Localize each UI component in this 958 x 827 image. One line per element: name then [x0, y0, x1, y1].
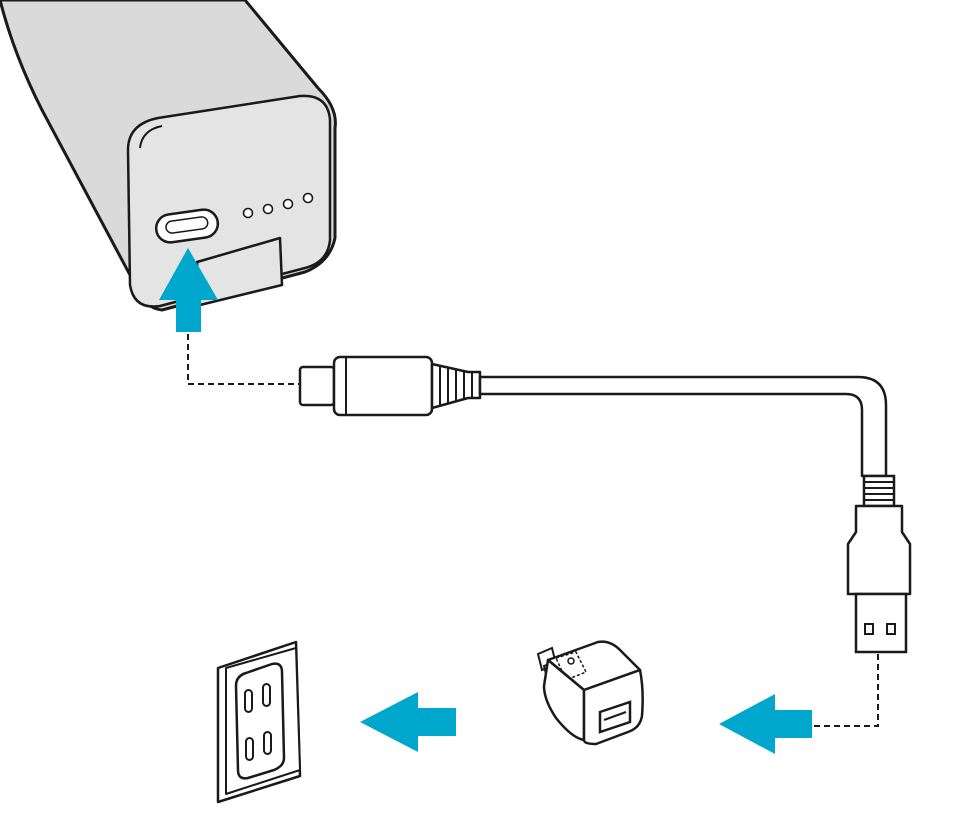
led-dot [282, 198, 294, 210]
outlet-slot [262, 683, 271, 707]
wall-outlet-icon [216, 640, 302, 804]
adapter-left-face [542, 658, 586, 742]
dashed-guide-usb [812, 654, 879, 727]
led-dot [242, 207, 254, 219]
usb-strain-ridges [864, 481, 894, 501]
usb-wall-adapter-icon [536, 640, 644, 746]
small-plug-tip [298, 365, 336, 407]
arrow-left-icon [719, 694, 812, 754]
power-bank-icon [0, 0, 337, 312]
outlet-slot [244, 689, 253, 713]
dashed-guide-battery [187, 334, 300, 385]
usb-a-contact [864, 623, 874, 635]
arrow-up-icon [159, 248, 218, 332]
arrow-into-outlet [360, 692, 456, 752]
usb-strain-relief [862, 474, 896, 508]
small-plug-housing [332, 355, 434, 417]
led-dot [262, 203, 274, 215]
usb-a-plug [854, 592, 908, 654]
usb-a-housing [846, 504, 912, 596]
usb-a-contact [886, 623, 896, 635]
usb-cable-icon [298, 355, 912, 654]
strain-relief-ridges [439, 366, 473, 406]
charge-port [154, 208, 220, 244]
charge-port-inner [165, 216, 209, 234]
cable-wire [478, 375, 888, 478]
led-dot [302, 192, 314, 204]
led-indicators [242, 192, 314, 219]
prong-pivot [567, 657, 575, 665]
arrow-into-adapter [719, 694, 812, 754]
outlet-slot [245, 737, 254, 761]
outlet-slot [263, 731, 272, 755]
battery-face-bevel [139, 125, 163, 149]
adapter-usb-port-tongue [603, 711, 627, 721]
outlet-face [234, 662, 286, 780]
arrow-left-icon [360, 692, 456, 752]
arrow-into-battery [159, 248, 218, 332]
